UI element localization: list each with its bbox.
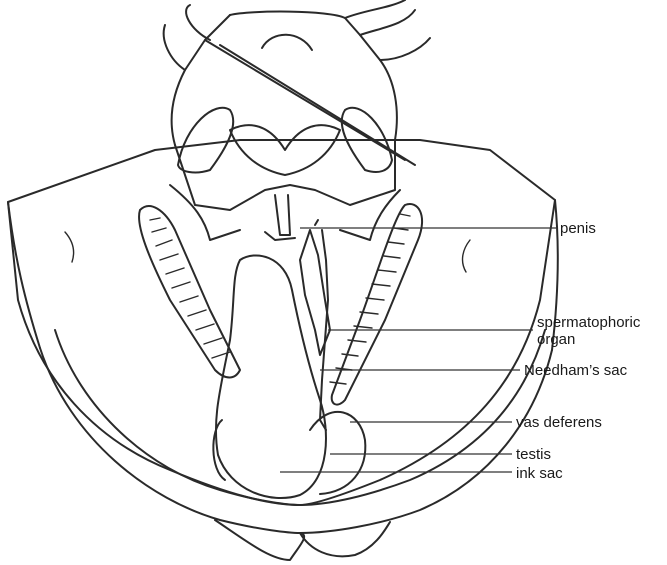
label-spermatophoric-organ: spermatophoric organ [537, 314, 645, 348]
label-testis: testis [516, 446, 551, 463]
label-penis: penis [560, 220, 596, 237]
head-funnel [164, 0, 430, 240]
penis-shape [265, 195, 295, 240]
right-gill [330, 204, 422, 405]
labels: penis spermatophoric organ Needham’s sac… [516, 220, 645, 482]
label-ink-sac: ink sac [516, 465, 563, 482]
left-gill [139, 206, 240, 377]
label-needhams-sac: Needham’s sac [524, 362, 628, 379]
label-vas-deferens: vas deferens [516, 414, 602, 431]
vas-deferens-shape [320, 230, 328, 430]
mantle-outline [8, 140, 558, 560]
